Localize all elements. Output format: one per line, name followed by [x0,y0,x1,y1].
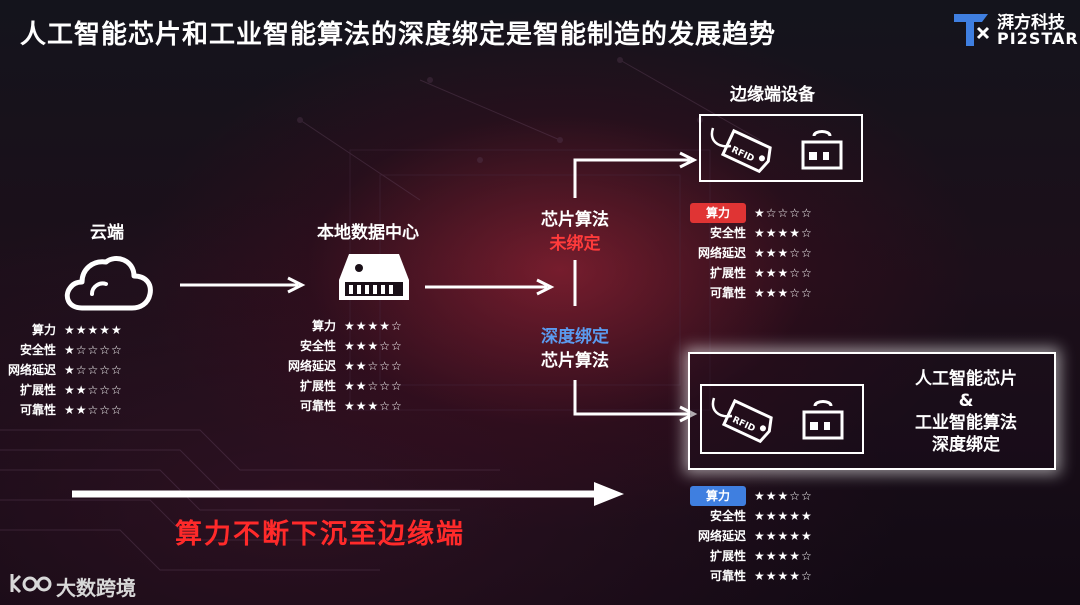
datacenter-label: 本地数据中心 [317,218,419,243]
rating-row: 扩展性★★★★☆ [690,546,813,566]
edge-device-box: RFID [699,114,863,182]
binding-line3: 工业智能算法 [886,412,1046,434]
arrow-right-icon [425,277,560,297]
binding-line4: 深度绑定 [886,434,1046,456]
rating-row: 可靠性★★☆☆☆ [0,400,123,420]
rating-row: 扩展性★★★☆☆ [690,263,813,283]
rating-row: 网络延迟★★★★★ [690,526,813,546]
rating-row: 可靠性★★★☆☆ [280,396,403,416]
rating-row: 网络延迟★★★☆☆ [690,243,813,263]
rfid-text: RFID [731,415,757,434]
page-title: 人工智能芯片和工业智能算法的深度绑定是智能制造的发展趋势 [20,14,776,51]
edge-ratings-top: 算力★☆☆☆☆ 安全性★★★★☆ 网络延迟★★★☆☆ 扩展性★★★☆☆ 可靠性★… [690,203,813,303]
watermark-logo-icon [8,570,52,596]
branch-top-line2: 未绑定 [533,229,617,254]
cloud-label: 云端 [90,218,124,243]
cloud-ratings: 算力★★★★★ 安全性★☆☆☆☆ 网络延迟★☆☆☆☆ 扩展性★★☆☆☆ 可靠性★… [0,320,123,420]
rfid-tag-icon: RFID [709,122,775,176]
sink-arrow-icon [72,482,632,506]
watermark-text: 大数跨境 [56,572,136,601]
rating-row: 算力★★★★★ [0,320,123,340]
router-icon [799,126,845,172]
rating-row: 安全性★☆☆☆☆ [0,340,123,360]
datacenter-ratings: 算力★★★★☆ 安全性★★★☆☆ 网络延迟★★☆☆☆ 扩展性★★☆☆☆ 可靠性★… [280,316,403,416]
rating-row: 网络延迟★☆☆☆☆ [0,360,123,380]
pi2star-logo-icon [948,6,994,52]
rating-row: 扩展性★★☆☆☆ [0,380,123,400]
rating-row: 算力★★★★☆ [280,316,403,336]
sink-text: 算力不断下沉至边缘端 [175,512,465,551]
rating-row: 网络延迟★★☆☆☆ [280,356,403,376]
rating-row: 可靠性★★★☆☆ [690,283,813,303]
logo-en: PI2STAR [997,29,1079,48]
rating-row: 扩展性★★☆☆☆ [280,376,403,396]
rating-row: 算力★★★☆☆ [690,486,813,506]
branch-bottom-line1: 深度绑定 [533,322,617,347]
cloud-icon [62,250,154,314]
rating-row: 安全性★★★★☆ [690,223,813,243]
binding-line1: 人工智能芯片 [886,368,1046,390]
arrow-right-icon [180,275,310,295]
rating-row: 可靠性★★★★☆ [690,566,813,586]
edge-label: 边缘端设备 [730,80,815,105]
branch-bottom-line2: 芯片算法 [533,346,617,371]
rating-row: 安全性★★★★★ [690,506,813,526]
rating-row: 安全性★★★☆☆ [280,336,403,356]
edge-ratings-bottom: 算力★★★☆☆ 安全性★★★★★ 网络延迟★★★★★ 扩展性★★★★☆ 可靠性★… [690,486,813,586]
binding-highlight-box: RFID 人工智能芯片 & 工业智能算法 深度绑定 [688,352,1056,470]
router-icon [800,396,846,442]
rfid-tag-icon: RFID [710,392,776,446]
binding-line2: & [886,390,1046,412]
branch-top-line1: 芯片算法 [533,205,617,230]
edge-device-box: RFID [700,384,864,454]
server-icon [335,250,413,304]
rfid-text: RFID [730,145,756,164]
rating-row: 算力★☆☆☆☆ [690,203,813,223]
binding-text: 人工智能芯片 & 工业智能算法 深度绑定 [886,368,1046,456]
